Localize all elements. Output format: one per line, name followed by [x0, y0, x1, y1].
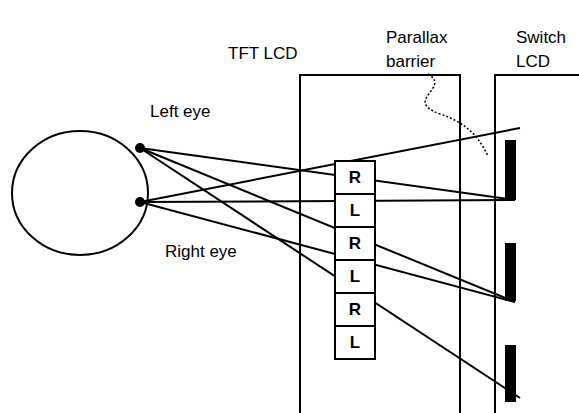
pixel-cell: R [334, 292, 376, 327]
left-eye-dot [135, 143, 145, 153]
light-rays [140, 128, 520, 398]
pixel-letter: L [350, 201, 360, 221]
switch-lcd-panel [495, 75, 579, 413]
pixel-letter: R [349, 168, 361, 188]
pixel-cell: L [334, 325, 376, 360]
part-label: Switch LCD [516, 26, 576, 74]
pixel-cell: L [334, 259, 376, 294]
part-label: TFT LCD [228, 42, 308, 66]
pixel-letter: R [349, 234, 361, 254]
part-label: Parallax barrier [386, 26, 458, 74]
part-label: Left eye [150, 100, 240, 124]
pixel-cell: R [334, 226, 376, 261]
head-outline [12, 131, 148, 255]
pixel-letter: L [350, 333, 360, 353]
part-label: Right eye [165, 240, 265, 264]
pixel-letter: R [349, 300, 361, 320]
barrier-bar [505, 243, 516, 301]
pixel-letter: L [350, 267, 360, 287]
leader-line [425, 74, 488, 156]
pixel-cell: R [334, 160, 376, 195]
pixel-column: RLRLRL [334, 162, 376, 360]
tft-lcd-panel [300, 75, 460, 413]
pixel-cell: L [334, 193, 376, 228]
right-eye-dot [135, 197, 145, 207]
barrier-bar [505, 140, 516, 200]
